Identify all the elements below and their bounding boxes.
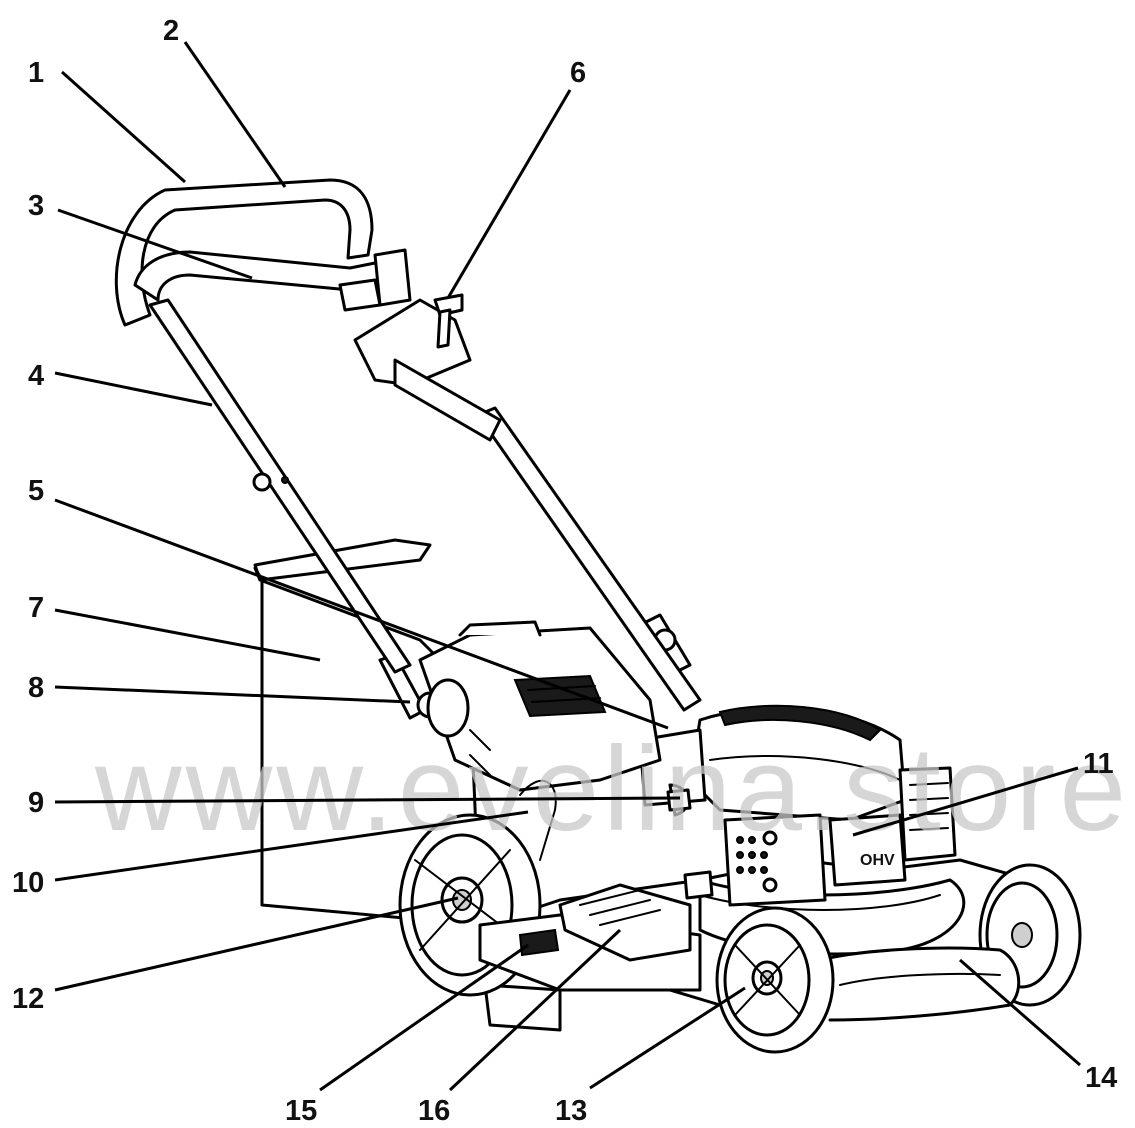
leader-14 [959,958,1081,1067]
leader-16 [448,928,622,1092]
leader-11 [852,766,1079,837]
rear-flap-and-pedal [478,883,702,992]
callout-16: 16 [418,1095,450,1127]
leader-2 [183,41,287,188]
rear-housing [418,620,662,792]
air-filter-vents [736,830,778,893]
callout-15: 15 [285,1095,317,1127]
callout-3: 3 [28,190,44,222]
leader-6 [446,89,572,299]
callout-2: 2 [163,15,179,47]
leader-10 [54,810,529,882]
callout-labels: 1 2 3 4 5 6 7 8 9 10 11 12 13 14 15 16 [12,15,1117,1127]
leader-12 [54,896,459,992]
callout-10: 10 [12,867,44,899]
callout-6: 6 [570,57,586,89]
leader-3 [57,208,253,280]
callout-4: 4 [28,360,44,392]
leader-8 [54,685,411,704]
callout-7: 7 [28,592,44,624]
throttle-and-cable [519,779,692,861]
leader-7 [54,608,321,662]
leader-15 [319,943,529,1092]
watermark-text: www.evelina.store [94,722,1130,856]
leader-9 [54,796,681,804]
callout-8: 8 [28,672,44,704]
handlebar-left-tube [148,298,412,674]
handle-control-box [338,248,502,442]
callout-5: 5 [28,475,44,507]
callout-11: 11 [1083,748,1114,780]
callout-13: 13 [555,1095,587,1127]
leader-13 [589,986,746,1090]
handlebar-right-tube [476,406,702,712]
height-adjust-lever [378,653,470,738]
callout-14: 14 [1085,1062,1117,1094]
leader-5 [54,498,669,730]
leader-4 [54,371,213,407]
callout-12: 12 [12,983,44,1015]
leader-lines [54,41,1081,1092]
engine-badge-ohv: OHV [860,852,895,869]
callout-9: 9 [28,787,44,819]
front-left-wheel [715,906,835,1054]
leader-1 [61,70,186,184]
callout-1: 1 [28,57,44,89]
